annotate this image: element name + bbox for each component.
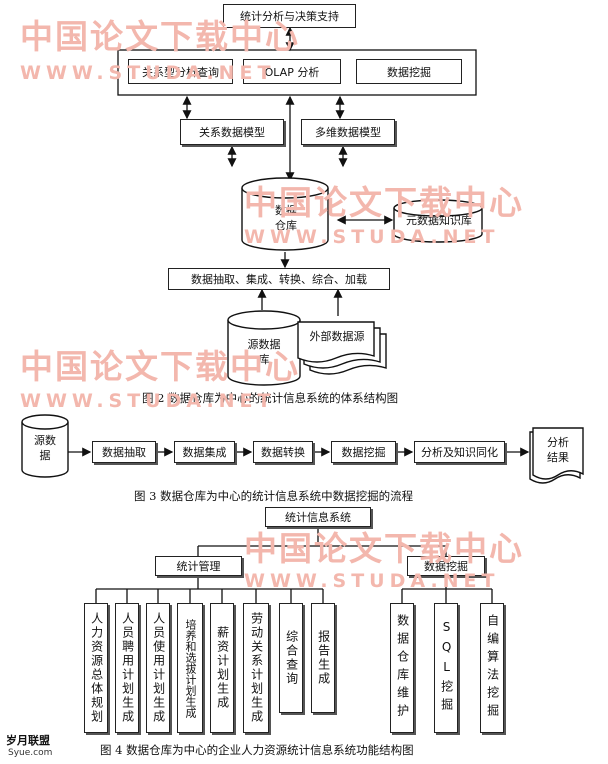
fig4-mgmt-item: 人员聘用计划生成	[115, 603, 139, 733]
fig4-mgmt-item: 报告生成	[311, 603, 335, 713]
fig3-step-mine: 数据挖掘	[331, 441, 396, 463]
fig4-mgmt-item: 综合查询	[279, 603, 303, 713]
fig3-step-transform: 数据转换	[253, 441, 313, 463]
fig4-mining-item: SQL挖掘	[434, 603, 458, 733]
fig4-mgmt-item: 薪资计划生成	[210, 603, 234, 733]
fig4-root-box: 统计信息系统	[265, 507, 371, 527]
data-mining-box: 数据挖掘	[356, 59, 462, 84]
fig4-mgmt-item: 人员使用计划生成	[146, 603, 170, 733]
fig3-source-label: 源数据	[34, 434, 56, 462]
site-logo-url: Syue.com	[8, 748, 53, 758]
relational-model-label: 关系数据模型	[199, 126, 265, 139]
fig4-mgmt-item: 人力资源总体规划	[84, 603, 108, 733]
external-source-docs	[297, 321, 387, 375]
source-db-cylinder	[227, 310, 301, 386]
decision-support-box: 统计分析与决策支持	[223, 4, 356, 28]
fig4-mgmt-item: 劳动关系计划生成	[243, 603, 269, 733]
meta-knowledge-cylinder	[393, 199, 483, 243]
etl-label: 数据抽取、集成、转换、综合、加载	[191, 273, 367, 286]
etl-box: 数据抽取、集成、转换、综合、加载	[168, 268, 390, 290]
figure2-caption: 图 2 数据仓库为中心的统计信息系统的体系结构图	[142, 391, 399, 405]
fig4-mgmt-item: 培养和选拔计划生成	[177, 603, 203, 733]
site-logo-name: 岁月联盟	[6, 734, 50, 747]
external-source-label: 外部数据源	[309, 330, 365, 343]
fig4-mining-box: 数据挖掘	[407, 556, 485, 576]
multidim-model-label: 多维数据模型	[315, 126, 381, 139]
multidim-model-box: 多维数据模型	[301, 119, 395, 145]
data-mining-label: 数据挖掘	[387, 65, 431, 79]
fig3-result-label: 分析结果	[547, 436, 569, 464]
fig3-step-extract: 数据抽取	[92, 441, 156, 463]
olap-label: OLAP 分析	[264, 65, 320, 79]
fig4-mgmt-box: 统计管理	[155, 556, 242, 576]
relational-query-label: 关系型分析查询	[142, 65, 219, 79]
fig3-result-document	[529, 427, 584, 484]
fig4-mining-item: 自编算法挖掘	[480, 603, 504, 733]
relational-query-box: 关系型分析查询	[128, 59, 233, 84]
olap-box: OLAP 分析	[243, 59, 341, 84]
relational-model-box: 关系数据模型	[180, 119, 284, 145]
figure3-caption: 图 3 数据仓库为中心的统计信息系统中数据挖掘的流程	[134, 489, 414, 503]
warehouse-cylinder	[241, 177, 329, 251]
source-db-label: 源数据库	[247, 338, 281, 366]
figure4-caption: 图 4 数据仓库为中心的企业人力资源统计信息系统功能结构图	[100, 743, 414, 757]
fig3-step-integrate: 数据集成	[174, 441, 235, 463]
fig3-source-cylinder	[21, 414, 69, 478]
fig3-step-analyze: 分析及知识同化	[414, 441, 505, 463]
warehouse-label: 数据仓库	[275, 204, 297, 232]
meta-knowledge-label: 元数据知识库	[406, 214, 472, 227]
decision-support-label: 统计分析与决策支持	[240, 10, 339, 23]
fig4-mining-item: 数据仓库维护	[390, 603, 414, 733]
